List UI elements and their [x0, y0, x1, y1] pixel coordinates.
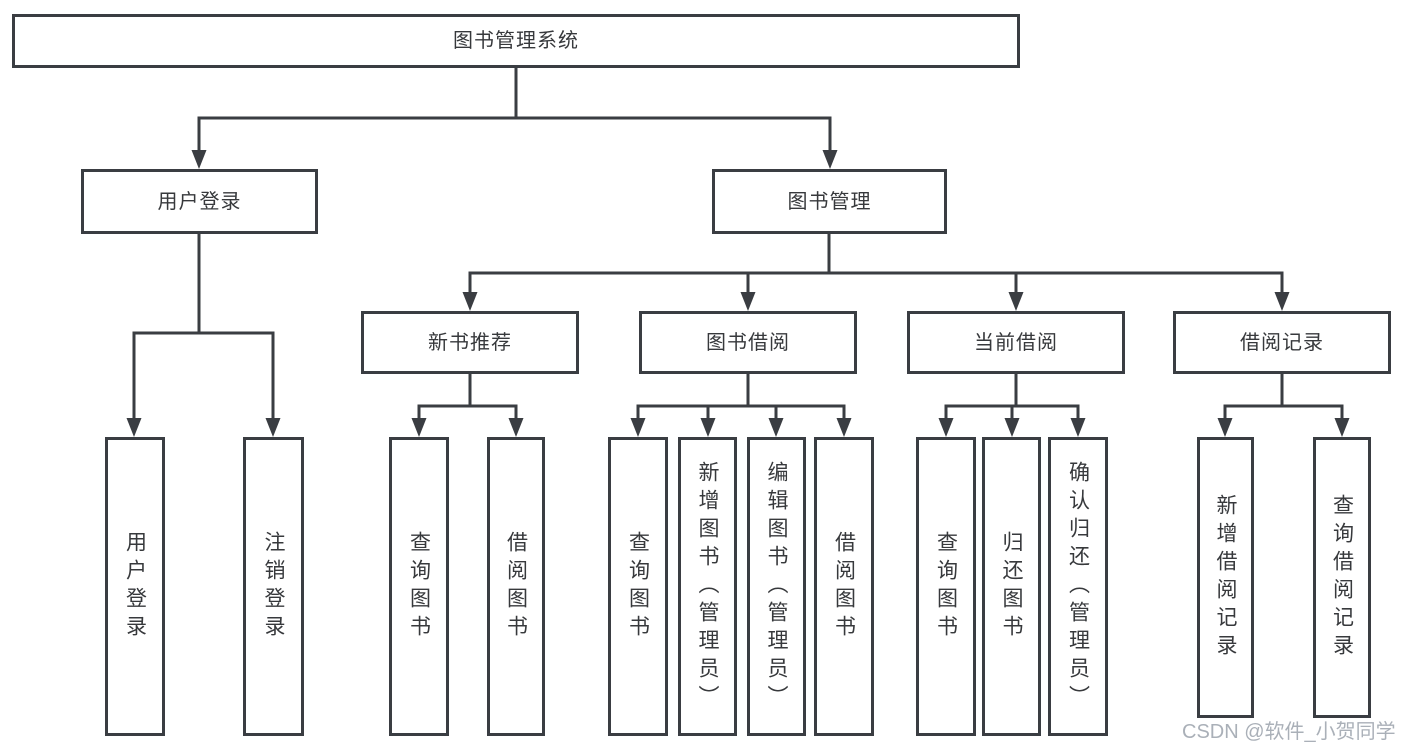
arrowhead: [1070, 418, 1086, 437]
node-label: 用户登录: [157, 190, 242, 213]
connector-borrow-records: [1223, 372, 1344, 422]
arrowhead: [1217, 418, 1233, 437]
node-label: 查询图书: [934, 530, 958, 643]
watermark: CSDN @软件_小贺同学: [1182, 721, 1396, 743]
arrowhead: [938, 418, 954, 437]
node-label: 借阅记录: [1240, 331, 1324, 354]
node-label: 新增图书（管理员）: [696, 460, 719, 713]
arrowhead: [265, 418, 281, 437]
node-label: 借阅图书: [832, 530, 856, 643]
node-borrow-records: 借阅记录: [1173, 311, 1391, 374]
leaf-edit-books-admin: 编辑图书（管理员）: [747, 437, 806, 736]
node-label: 新增借阅记录: [1214, 493, 1237, 662]
arrowhead: [768, 418, 784, 437]
arrowhead: [508, 418, 524, 437]
arrowhead: [836, 418, 852, 437]
node-label: 编辑图书（管理员）: [765, 460, 788, 713]
leaf-confirm-return-admin: 确认归还（管理员）: [1048, 437, 1108, 736]
arrowhead: [411, 418, 427, 437]
arrowhead: [1274, 292, 1290, 311]
arrowhead: [1004, 418, 1020, 437]
arrowhead: [630, 418, 646, 437]
node-label: 借阅图书: [504, 530, 528, 643]
arrowhead: [126, 418, 142, 437]
node-current-borrow: 当前借阅: [907, 311, 1125, 374]
arrowhead: [191, 150, 207, 169]
leaf-add-borrow-record: 新增借阅记录: [1197, 437, 1254, 718]
arrowhead: [822, 150, 838, 169]
arrowhead: [1008, 292, 1024, 311]
node-label: 归还图书: [1000, 530, 1023, 643]
leaf-borrow-books-recommend: 借阅图书: [487, 437, 545, 736]
node-label: 图书借阅: [706, 331, 790, 354]
node-label: 查询图书: [626, 530, 650, 643]
node-root: 图书管理系统: [12, 14, 1020, 68]
leaf-query-books-borrow: 查询图书: [608, 437, 668, 736]
arrowhead: [462, 292, 478, 311]
connector-book-borrow: [636, 372, 846, 422]
node-label: 新书推荐: [428, 331, 512, 354]
node-book-borrow: 图书借阅: [639, 311, 857, 374]
arrowhead: [700, 418, 716, 437]
arrowhead: [740, 292, 756, 311]
leaf-return-books: 归还图书: [982, 437, 1041, 736]
node-label: 查询借阅记录: [1330, 493, 1354, 662]
leaf-borrow-books: 借阅图书: [814, 437, 874, 736]
leaf-user-login: 用户登录: [105, 437, 165, 736]
node-label: 图书管理系统: [453, 30, 579, 52]
connector-book-management: [468, 232, 1284, 295]
node-label: 当前借阅: [974, 331, 1058, 354]
arrowhead: [1334, 418, 1350, 437]
leaf-query-books-recommend: 查询图书: [389, 437, 449, 736]
connector-user-login: [132, 232, 275, 422]
node-label: 查询图书: [407, 530, 431, 643]
connector-root: [197, 64, 832, 153]
node-book-management: 图书管理: [712, 169, 947, 234]
node-label: 用户登录: [123, 530, 147, 643]
leaf-add-books-admin: 新增图书（管理员）: [678, 437, 737, 736]
connector-current-borrow: [944, 372, 1080, 422]
leaf-query-borrow-record: 查询借阅记录: [1313, 437, 1371, 718]
connector-new-book: [417, 372, 518, 422]
node-label: 图书管理: [787, 190, 872, 213]
node-label: 确认归还（管理员）: [1066, 460, 1090, 713]
leaf-logout: 注销登录: [243, 437, 304, 736]
leaf-query-books-current: 查询图书: [916, 437, 976, 736]
node-user-login: 用户登录: [81, 169, 318, 234]
node-new-book-recommend: 新书推荐: [361, 311, 579, 374]
node-label: 注销登录: [262, 530, 285, 643]
